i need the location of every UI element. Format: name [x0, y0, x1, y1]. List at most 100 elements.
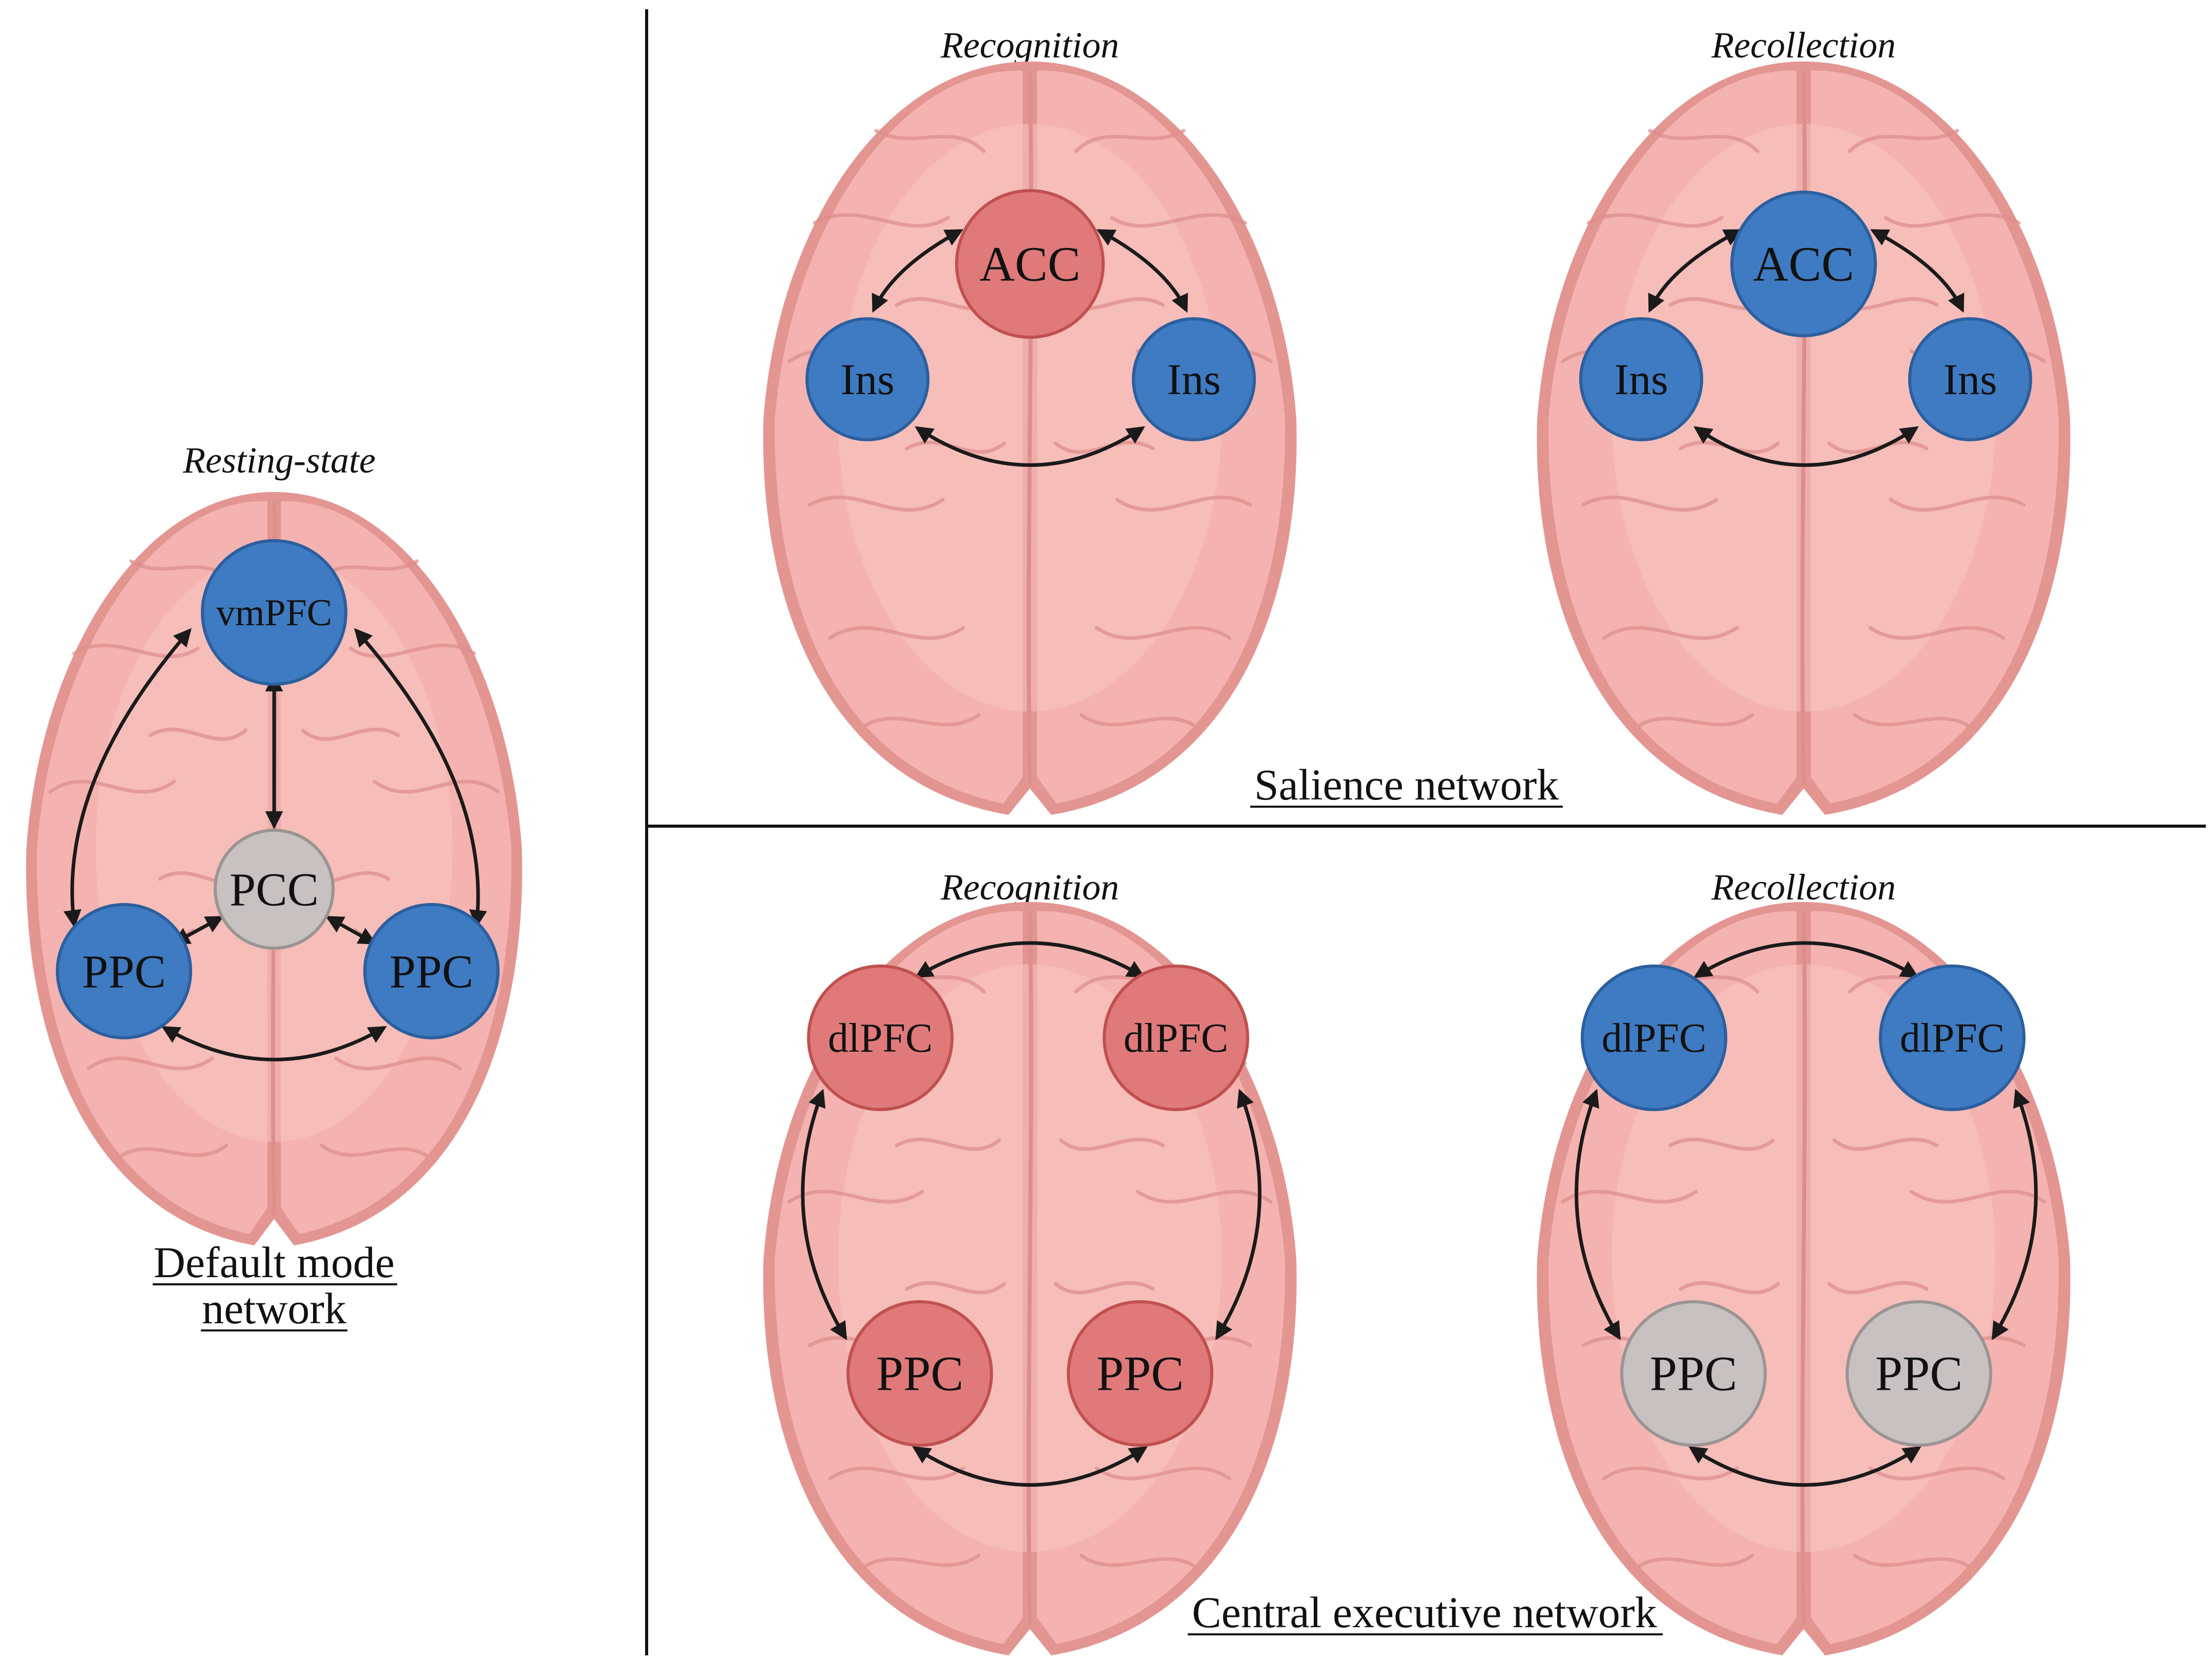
sulcus: [1648, 129, 1760, 153]
node-circle: [201, 539, 347, 686]
sulcus: [1586, 213, 1724, 228]
default-mode-panel: Resting-state vmPFC PCC PPC PPC Default …: [26, 440, 523, 1333]
sulcus: [787, 1190, 924, 1204]
node-ppc-right: PPC: [1846, 1300, 1992, 1447]
node-ppc-right: PPC: [363, 903, 500, 1039]
arrow-ppc-left-ppc-right: [161, 1026, 387, 1061]
central-executive-panel: Recognition dlPFC dlPFC PPC PPC Recollec…: [763, 867, 2071, 1655]
arrow-acc-ins-right: [1096, 229, 1188, 313]
node-acc: ACC: [1730, 191, 1877, 337]
node-label: dlPFC: [1124, 1016, 1229, 1061]
node-label: Ins: [1614, 355, 1668, 404]
sulcus: [1848, 129, 1959, 153]
central-executive-title: Central executive network: [1192, 1588, 1657, 1637]
node-label: PPC: [389, 945, 473, 997]
node-ppc-left: PPC: [56, 903, 192, 1039]
arrow-vmpfc-ppc-right: [354, 628, 487, 928]
node-label: dlPFC: [1900, 1016, 2005, 1061]
brain-illustration: [1537, 61, 2071, 815]
sulcus: [1602, 626, 1739, 640]
sulcus: [1827, 1281, 1929, 1295]
salience-title: Salience network: [1254, 760, 1559, 809]
sulcus: [334, 1056, 462, 1071]
central-executive-recollection: Recollection dlPFC dlPFC PPC PPC: [1537, 867, 2071, 1655]
arrow-ppc-left-ppc-right: [912, 1446, 1148, 1487]
node-label: dlPFC: [828, 1016, 933, 1061]
sulcus: [320, 1143, 428, 1158]
node-label: PPC: [876, 1346, 964, 1401]
sulcus: [864, 713, 981, 727]
node-circle: [1730, 191, 1877, 337]
node-ppc-left: PPC: [1620, 1300, 1767, 1447]
node-circle: [955, 189, 1105, 339]
sulcus: [1853, 713, 1970, 727]
sulcus: [1115, 495, 1252, 512]
node-label: PCC: [230, 863, 319, 915]
sulcus: [808, 495, 945, 512]
sulcus: [1868, 626, 2006, 640]
arrow-dlpfc-left-ppc-left: [1575, 1089, 1621, 1340]
sulcus: [1094, 626, 1232, 640]
salience-recollection: Recollection ACC Ins Ins: [1537, 25, 2071, 815]
sulcus: [1079, 1553, 1196, 1568]
node-circle: [846, 1300, 993, 1447]
node-circle: [1620, 1300, 1767, 1447]
node-circle: [1579, 317, 1703, 441]
sulcus: [1889, 495, 2026, 512]
arrow-ins-left-ins-right: [1693, 426, 1919, 467]
arrow-dlpfc-left-ppc-left: [801, 1089, 847, 1340]
central-executive-recollection-label: Recollection: [1711, 867, 1896, 908]
arrow-pcc-ppc-right: [325, 915, 377, 945]
node-circle: [363, 903, 500, 1039]
node-circle: [1132, 317, 1256, 441]
node-label: Ins: [1167, 355, 1221, 404]
node-circle: [214, 829, 335, 950]
arrow-dlpfc-right-ppc-right: [1991, 1089, 2038, 1340]
node-label: ACC: [979, 237, 1080, 292]
sulcus: [1094, 1466, 1232, 1481]
longitudinal-fissure: [1800, 71, 1807, 785]
node-label: ACC: [1753, 237, 1854, 292]
node-vmpfc: vmPFC: [201, 539, 347, 686]
arrow-acc-ins-right: [1870, 229, 1965, 313]
arrow-dlpfc-right-ppc-right: [1215, 1089, 1262, 1340]
brain-illustration: [763, 61, 1297, 815]
sulcus: [1053, 1281, 1155, 1295]
node-ins-left: Ins: [805, 317, 929, 441]
sulcus: [813, 213, 950, 228]
central-executive-recognition: Recognition dlPFC dlPFC PPC PPC: [763, 867, 1297, 1655]
node-circle: [1581, 965, 1727, 1111]
sulcus: [1884, 213, 2021, 228]
node-label: PPC: [82, 945, 166, 997]
node-label: PPC: [1650, 1346, 1738, 1401]
resting-state-label: Resting-state: [182, 440, 376, 481]
sulcus: [828, 626, 965, 640]
longitudinal-fissure: [1026, 71, 1033, 785]
node-acc: ACC: [955, 189, 1105, 339]
node-label: Ins: [1943, 355, 1997, 404]
sulcus: [1602, 1466, 1739, 1481]
sulcus: [828, 1466, 965, 1481]
sulcus: [87, 1056, 214, 1071]
sulcus: [874, 129, 986, 153]
sulcus: [120, 1143, 229, 1158]
central-executive-recognition-label: Recognition: [940, 867, 1119, 908]
node-ins-right: Ins: [1132, 317, 1256, 441]
node-dlpfc-right: dlPFC: [1103, 965, 1249, 1111]
sulcus: [1581, 495, 1719, 512]
sulcus: [905, 1281, 1006, 1295]
default-mode-title-line1: Default mode: [154, 1238, 395, 1287]
node-ins-left: Ins: [1579, 317, 1703, 441]
salience-panel: Recognition ACC Ins Ins Recollection ACC…: [763, 25, 2071, 815]
sulcus: [1679, 1281, 1780, 1295]
sulcus: [1668, 1137, 1775, 1151]
node-circle: [805, 317, 929, 441]
salience-recognition-label: Recognition: [940, 25, 1119, 66]
node-dlpfc-right: dlPFC: [1879, 965, 2025, 1111]
node-circle: [1879, 965, 2025, 1111]
node-circle: [1908, 317, 2032, 441]
sulcus: [1853, 1553, 1970, 1568]
node-dlpfc-left: dlPFC: [1581, 965, 1727, 1111]
node-label: PPC: [1097, 1346, 1184, 1401]
node-ins-right: Ins: [1908, 317, 2032, 441]
